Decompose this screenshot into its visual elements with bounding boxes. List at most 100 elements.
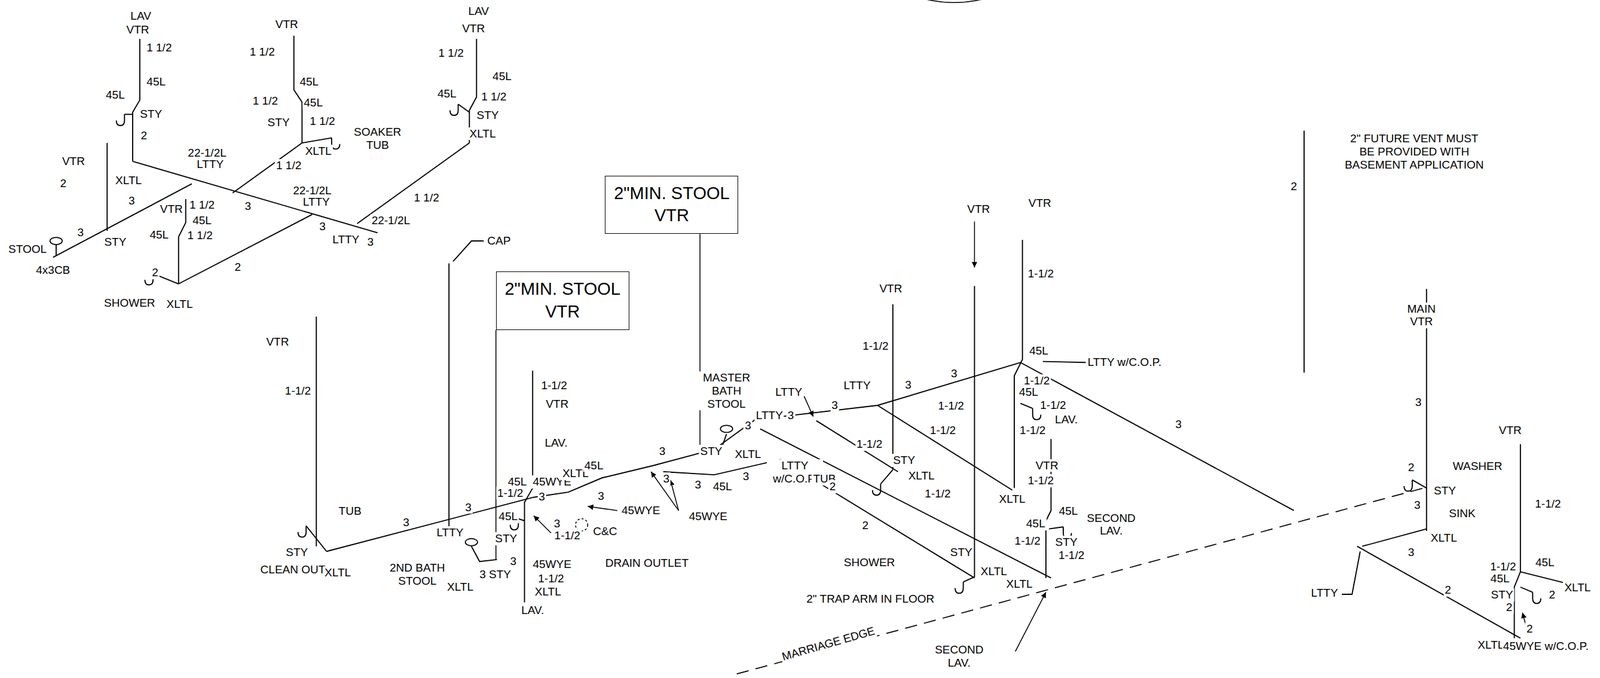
pipe-label: 2: [828, 479, 838, 494]
pipe-label: 1 1/2: [185, 228, 214, 243]
pipe-label: 2" FUTURE VENT MUST BE PROVIDED WITH BAS…: [1341, 132, 1487, 173]
pipe-label: VTR: [1497, 424, 1523, 438]
pipe: [448, 263, 450, 531]
pipe-label: 45L: [436, 87, 458, 101]
pipe-label: STY: [487, 567, 513, 581]
callout-text: 2"MIN. STOOL VTR: [501, 277, 624, 323]
pipe-label: XLTL: [1429, 531, 1459, 545]
leader-line: [495, 329, 497, 560]
pipe: [1357, 546, 1521, 639]
pipe-label: 1-1/2: [861, 339, 890, 353]
pipe-label: 45L: [491, 69, 513, 84]
pipe-label: 45L: [1025, 516, 1047, 531]
pipe-label: 1-1/2: [1013, 534, 1042, 548]
pipe-label: 3: [463, 500, 473, 515]
pipe-label: 3: [537, 490, 547, 504]
pipe: [518, 518, 525, 521]
pipe-label: XLTL: [164, 297, 194, 311]
callout-box: 2"MIN. STOOL VTR: [496, 271, 630, 330]
pipe-label: STY: [1054, 535, 1079, 549]
pipe-label: 3: [786, 408, 796, 422]
pipe-label: VTR: [460, 22, 486, 36]
pipe-label: 1 1/2: [188, 198, 216, 212]
leader-arrow: [587, 506, 618, 511]
pipe: [1303, 130, 1305, 373]
pipe: [132, 38, 140, 162]
pipe-label: 3: [658, 444, 668, 458]
pipe-label: 2: [1504, 600, 1514, 614]
pipe-label: CAP: [485, 234, 512, 248]
stool-symbol: [50, 237, 63, 245]
pipe-label: MASTER BATH STOOL: [695, 371, 758, 411]
pipe-label: 45WYE w/C.O.P.: [1501, 639, 1590, 653]
pipe-label: XLTL: [1476, 638, 1505, 652]
pipe-label: 3: [830, 398, 840, 412]
pipe: [315, 316, 317, 546]
pipe-label: LTTY: [301, 195, 332, 209]
pipe: [357, 142, 470, 224]
pipe-label: XLTL: [907, 469, 936, 483]
p-trap: [955, 581, 964, 593]
pipe-label: 2: [1406, 460, 1416, 474]
pipe-label: 3: [1406, 545, 1416, 559]
pipe-label: 2: [233, 260, 243, 274]
pipe-label: LTTY: [195, 157, 225, 171]
pipe-label: STY: [493, 532, 519, 546]
pipe: [124, 113, 133, 115]
pipe-label: 45L: [711, 479, 734, 494]
pipe: [301, 138, 332, 144]
pipe-label: C&C: [591, 525, 619, 539]
pipe-label: MAIN VTR: [1402, 302, 1441, 329]
pipe: [1014, 239, 1023, 488]
pipe-label: 3: [949, 366, 959, 381]
pipe-label: 2ND BATH STOOL: [383, 561, 452, 588]
pipe-label: SINK: [1447, 506, 1477, 520]
pipe-label: XLTL: [533, 585, 563, 599]
pipe-label: 3: [127, 194, 137, 208]
pipe-label: STY: [266, 115, 292, 130]
pipe-label: 1-1/2: [496, 486, 525, 500]
p-trap: [331, 138, 341, 150]
p-trap: [1532, 592, 1541, 604]
pipe-label: LTTY: [754, 408, 785, 422]
pipe-label: 45L: [583, 459, 605, 473]
pipe-label: VTR: [1027, 196, 1053, 210]
p-trap: [450, 103, 459, 116]
pipe-label: VTR: [877, 282, 904, 296]
pipe-label: LAV.: [543, 436, 569, 450]
pipe: [178, 214, 313, 284]
pipe-label: XLTL: [733, 447, 763, 461]
pipe-label: 1-1/2: [1038, 398, 1067, 412]
marriage-edge-line: [736, 487, 1424, 674]
pipe-label: STY: [698, 444, 724, 458]
pipe: [306, 525, 327, 552]
pipe-label: 45L: [1489, 571, 1511, 586]
pipe-label: SHOWER: [102, 296, 157, 310]
pipe-label: STOOL: [7, 242, 48, 256]
pipe-label: 3: [1414, 395, 1424, 409]
pipe-label: 1-1/2: [855, 437, 884, 451]
pipe-label: 1-1/2: [539, 378, 568, 393]
pipe-label: LTTY: [842, 378, 873, 393]
pipe-label: SHOWER: [842, 555, 897, 569]
pipe: [458, 103, 470, 113]
pipe-label: 3: [1174, 417, 1184, 431]
pipe-label: 1-1/2: [923, 487, 952, 501]
pipe-label: 1-1/2: [1026, 267, 1055, 281]
pipe-label: 3: [365, 235, 375, 249]
pipe-label: 45WYE: [687, 509, 729, 523]
pipe-label: 45WYE: [531, 557, 572, 571]
pipe: [471, 546, 498, 562]
pipe-label: 1 1/2: [412, 191, 440, 205]
pipe-label: 1-1/2: [283, 384, 312, 398]
pipe-label: VTR: [124, 23, 151, 37]
pipe-label: LTTY: [1310, 586, 1340, 600]
pipe: [1520, 571, 1570, 584]
pipe-label: 3: [693, 478, 703, 492]
pipe: [963, 576, 975, 583]
pipe: [294, 35, 303, 143]
leader-arrow: [803, 396, 813, 417]
pipe-label: SECOND LAV.: [1084, 511, 1138, 538]
pipe-label: 3: [903, 378, 913, 392]
